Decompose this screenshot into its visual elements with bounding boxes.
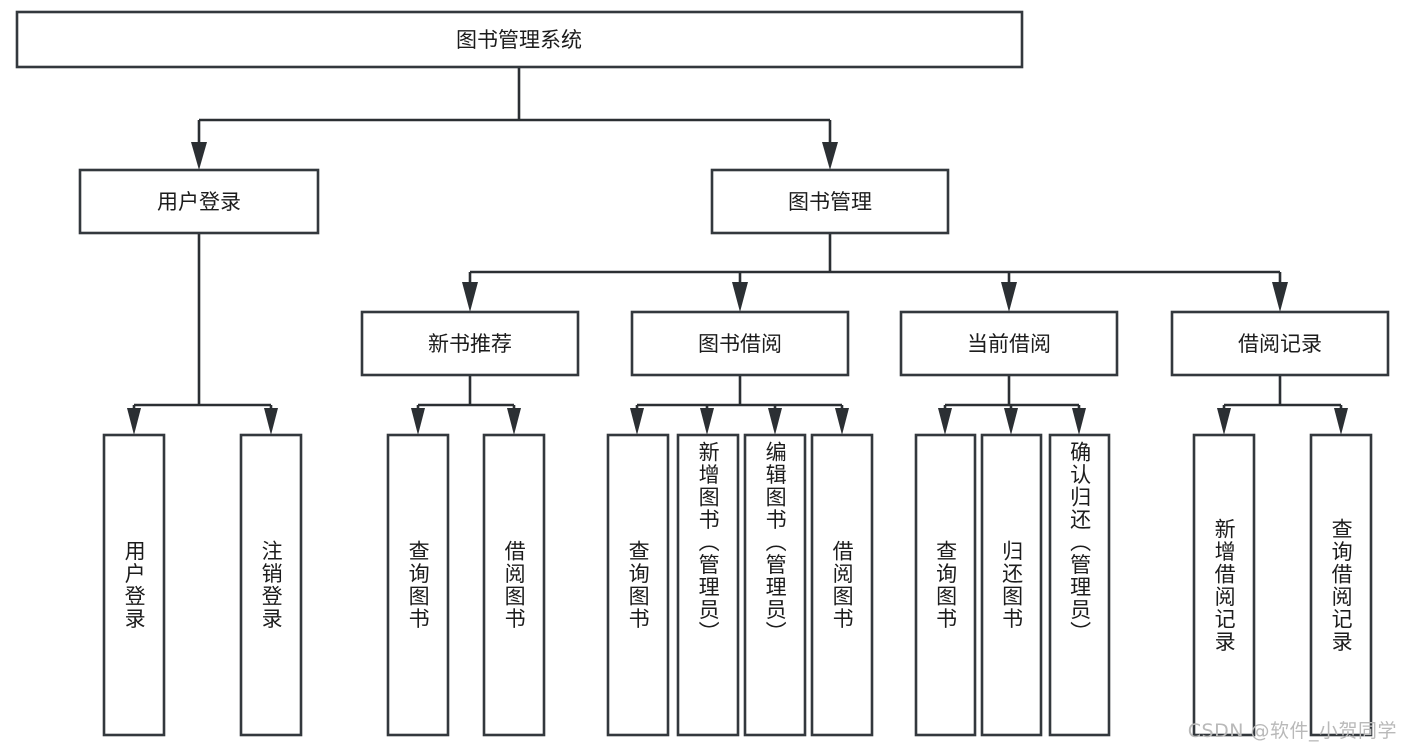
arrowhead-user-login (191, 142, 207, 170)
leaf-user-login-logout[interactable] (239, 433, 303, 737)
csdn-watermark: CSDN @软件_小贺同学 (1187, 720, 1397, 742)
arrowhead-new-book-recommend (462, 282, 478, 312)
node-book-borrow-label: 图书借阅 (698, 332, 782, 356)
leaf-cb-query-book[interactable] (914, 433, 977, 737)
arrowhead-br-leaf2 (1334, 408, 1348, 435)
arrowhead-ul-leaf1 (127, 408, 141, 435)
arrowhead-bb-leaf3 (768, 408, 782, 435)
arrowhead-nbr-leaf2 (507, 408, 521, 435)
leaf-bb-query-book[interactable] (606, 433, 670, 737)
arrowhead-nbr-leaf1 (411, 408, 425, 435)
node-user-login[interactable] (78, 168, 320, 235)
nodes-layer: 图书管理系统 用户登录 图书管理 新书推荐 图书借阅 当前借阅 借阅记录 (15, 10, 1390, 737)
arrowhead-book-mgmt (822, 142, 838, 170)
arrowhead-current-borrow (1001, 282, 1017, 312)
arrowhead-cb-leaf3 (1072, 408, 1086, 435)
arrowhead-borrow-record (1272, 282, 1288, 312)
arrowhead-bb-leaf4 (835, 408, 849, 435)
leaf-bb-add-book-admin[interactable] (676, 433, 740, 737)
node-root-book-management-system[interactable] (15, 10, 1024, 69)
arrowhead-cb-leaf2 (1004, 408, 1018, 435)
arrowhead-ul-leaf2 (264, 408, 278, 435)
arrowhead-bb-leaf2 (700, 408, 714, 435)
node-book-management[interactable] (710, 168, 950, 235)
leaf-br-query-record[interactable] (1309, 433, 1373, 737)
node-book-borrow[interactable] (630, 310, 850, 377)
leaf-bb-edit-book-admin[interactable] (743, 433, 807, 737)
node-current-borrow[interactable] (899, 310, 1119, 377)
leaf-cb-confirm-return-admin[interactable] (1048, 433, 1111, 737)
node-current-borrow-label: 当前借阅 (967, 332, 1051, 356)
arrowhead-bb-leaf1 (630, 408, 644, 435)
leaf-nbr-query-book[interactable] (386, 433, 450, 737)
leaf-br-add-record[interactable] (1192, 433, 1256, 737)
node-borrow-record-label: 借阅记录 (1238, 332, 1322, 356)
arrowhead-br-leaf1 (1217, 408, 1231, 435)
node-new-book-recommend[interactable] (360, 310, 580, 377)
node-user-login-label: 用户登录 (157, 190, 241, 214)
connectors-layer (127, 67, 1348, 435)
leaf-nbr-borrow-book[interactable] (482, 433, 546, 737)
leaf-cb-return-book[interactable] (980, 433, 1043, 737)
node-root-label: 图书管理系统 (456, 28, 582, 52)
leaf-user-login-user-login[interactable] (102, 433, 166, 737)
node-book-management-label: 图书管理 (788, 190, 872, 214)
arrowhead-book-borrow (732, 282, 748, 312)
node-new-book-recommend-label: 新书推荐 (428, 332, 512, 356)
node-borrow-record[interactable] (1170, 310, 1390, 377)
leaf-bb-borrow-book[interactable] (810, 433, 874, 737)
arrowhead-cb-leaf1 (938, 408, 952, 435)
